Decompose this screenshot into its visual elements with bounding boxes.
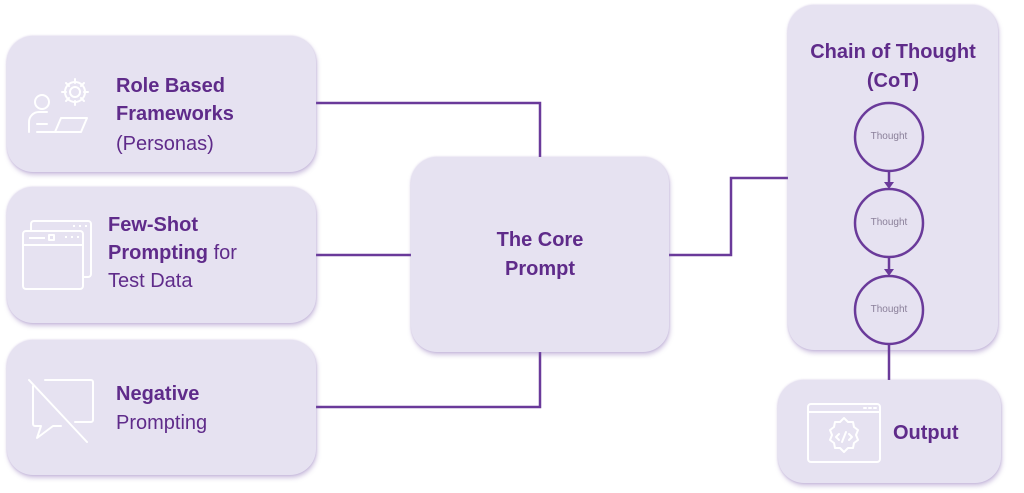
few-shot-for: for [213,242,237,264]
thought-label-1: Thought [870,131,908,142]
role-based-frameworks-card [7,36,316,172]
arrowhead-2 [884,269,894,276]
thought-label-2: Thought [870,217,908,228]
output-label: Output [893,422,959,444]
no-chat-icon [28,379,94,443]
negative-title: Negative [116,383,200,405]
core-prompt-card [411,157,669,352]
chain-of-thought-card [788,5,998,350]
output-card [778,380,1001,483]
cot-title-line1: Chain of Thought [810,41,976,63]
code-window-icon [807,403,881,463]
role-based-title-line1: Role Based [116,75,225,97]
connector-role-to-core [316,101,542,157]
connector-negative-to-core [316,352,542,409]
negative-prompting-card [7,340,316,475]
core-prompt-line2: Prompt [505,258,575,280]
persona-gear-icon [28,78,89,133]
few-shot-subtitle: Test Data [108,270,193,292]
thought-label-3: Thought [870,304,908,315]
few-shot-title-line2: Prompting for [108,239,237,267]
browser-windows-icon [22,220,92,290]
few-shot-bold: Prompting [108,242,208,264]
role-based-title-line2: Frameworks [116,103,234,125]
few-shot-title-line1: Few-Shot [108,214,198,236]
arrowhead-1 [884,182,894,189]
negative-subtitle: Prompting [116,412,208,434]
role-based-subtitle: (Personas) [116,133,214,155]
cot-title-line2: (CoT) [866,70,920,92]
core-prompt-line1: The Core [496,229,584,251]
connector-core-to-cot [669,176,788,257]
few-shot-prompting-card [7,187,316,323]
